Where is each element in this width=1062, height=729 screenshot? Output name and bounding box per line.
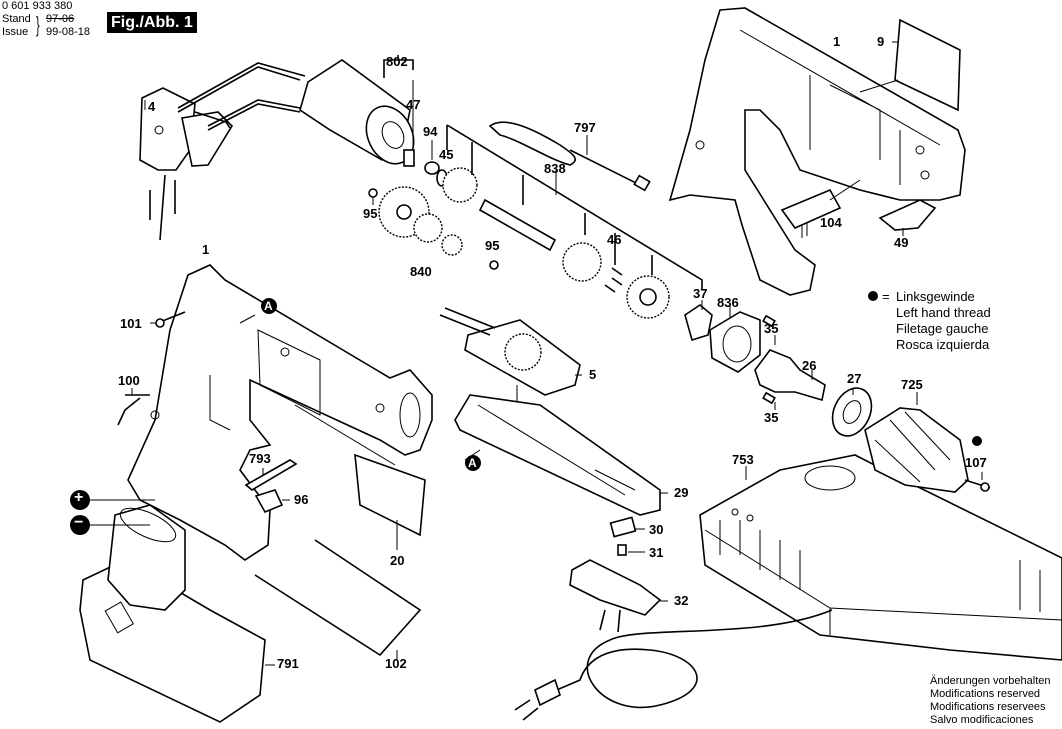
legend-dot	[868, 291, 878, 301]
legend-line-es: Rosca izquierda	[896, 337, 990, 352]
part-label-797[interactable]: 797	[574, 120, 596, 135]
part-label-20[interactable]: 20	[390, 553, 405, 568]
legend-equals: =	[882, 289, 890, 304]
left-thread-dot	[972, 436, 982, 446]
stand-label: Stand	[2, 13, 31, 25]
charger-drawing	[699, 454, 1062, 661]
part-label-1-right[interactable]: 1	[833, 34, 841, 49]
note-en: Modifications reserved	[930, 688, 1041, 700]
issue-label: Issue	[2, 26, 29, 38]
battery-drawing	[79, 504, 266, 723]
legend-line-de: Linksgewinde	[896, 289, 975, 304]
motor-drawing	[299, 59, 415, 167]
stand-value: 97-06	[46, 13, 75, 25]
part-label-104[interactable]: 104	[820, 215, 842, 230]
part-label-102[interactable]: 102	[385, 656, 407, 671]
part-label-29[interactable]: 29	[674, 485, 689, 500]
part-label-793[interactable]: 793	[249, 451, 271, 466]
legend-line-en: Left hand thread	[896, 305, 991, 320]
part-label-836[interactable]: 836	[717, 295, 739, 310]
ref-a-marker-1	[261, 298, 277, 314]
part-label-5[interactable]: 5	[589, 367, 597, 382]
part-label-802[interactable]: 802	[386, 54, 408, 69]
part-label-4[interactable]: 4	[148, 99, 156, 114]
part-label-30[interactable]: 30	[649, 522, 664, 537]
note-fr: Modifications reservees	[930, 701, 1046, 713]
note-es: Salvo modificaciones	[930, 714, 1034, 726]
part-label-32[interactable]: 32	[674, 593, 689, 608]
part-label-725[interactable]: 725	[901, 377, 923, 392]
part-label-840[interactable]: 840	[410, 264, 432, 279]
part-label-1-left[interactable]: 1	[202, 242, 210, 257]
brace: }	[36, 12, 40, 37]
part-label-107[interactable]: 107	[965, 455, 987, 470]
part-label-37[interactable]: 37	[693, 286, 708, 301]
minus-label: −	[74, 514, 84, 531]
plus-label: +	[74, 489, 84, 506]
part-label-100[interactable]: 100	[118, 373, 140, 388]
part-label-27[interactable]: 27	[847, 371, 862, 386]
note-de: Änderungen vorbehalten	[930, 675, 1051, 687]
housing-right-drawing	[668, 7, 966, 296]
part-label-45[interactable]: 45	[439, 147, 454, 162]
plus-marker	[70, 490, 90, 510]
ref-a-label-1: A	[264, 299, 273, 313]
part-label-95-a[interactable]: 95	[363, 206, 378, 221]
part-label-101[interactable]: 101	[120, 316, 142, 331]
part-label-791[interactable]: 791	[277, 656, 299, 671]
part-label-838[interactable]: 838	[544, 161, 566, 176]
issue-value: 99-08-18	[46, 26, 91, 38]
part-label-31[interactable]: 31	[649, 545, 664, 560]
ref-a-marker-2	[465, 455, 481, 471]
part-label-35-b[interactable]: 35	[764, 410, 779, 425]
part-label-95-b[interactable]: 95	[485, 238, 500, 253]
part-label-46[interactable]: 46	[607, 232, 622, 247]
part-label-49[interactable]: 49	[894, 235, 909, 250]
figure-title: Fig./Abb. 1	[107, 12, 197, 33]
part-label-94[interactable]: 94	[423, 124, 438, 139]
part-label-35-a[interactable]: 35	[764, 321, 779, 336]
part-label-753[interactable]: 753	[732, 452, 754, 467]
legend-line-fr: Filetage gauche	[896, 321, 989, 336]
part-label-47[interactable]: 47	[406, 97, 421, 112]
part-label-96[interactable]: 96	[294, 492, 309, 507]
ref-a-label-2: A	[468, 456, 477, 470]
switch-drawing	[139, 87, 234, 241]
minus-marker	[70, 515, 90, 535]
part-label-9[interactable]: 9	[877, 34, 885, 49]
part-number: 0 601 933 380	[2, 0, 73, 12]
part-label-26[interactable]: 26	[802, 358, 817, 373]
